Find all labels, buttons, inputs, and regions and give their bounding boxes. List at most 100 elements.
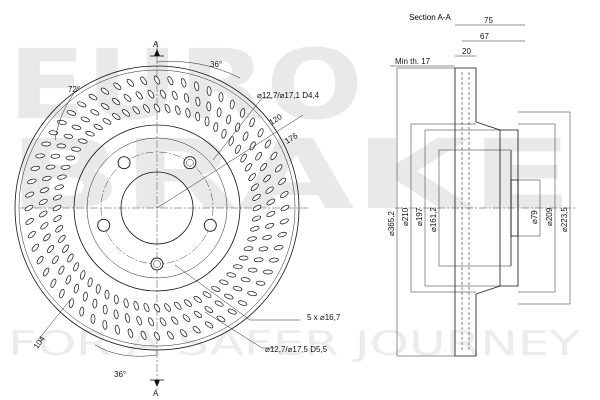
drill-hole (122, 109, 131, 117)
drill-hole (136, 315, 143, 326)
drill-hole (211, 285, 221, 292)
drill-hole (277, 231, 287, 238)
drill-hole (164, 303, 171, 312)
drill-hole (63, 133, 74, 139)
drill-hole (213, 122, 219, 132)
drill-hole (216, 315, 226, 323)
drill-hole (153, 303, 161, 313)
drill-hole (47, 244, 55, 253)
drill-hole (73, 283, 80, 294)
drill-hole (38, 198, 48, 206)
drill-hole (265, 186, 274, 194)
drill-hole (264, 139, 272, 149)
drill-hole (214, 300, 224, 307)
hole-spec-bottom: ⌀12,7/⌀17,5 D5,5 (265, 345, 328, 354)
bolt-hole (117, 156, 131, 170)
drill-hole (52, 255, 59, 265)
drill-hole (88, 93, 98, 101)
drill-hole (280, 204, 290, 212)
drill-hole (192, 325, 201, 334)
drill-hole (95, 284, 101, 294)
dim-20-label: 20 (462, 47, 471, 56)
drill-hole (171, 316, 179, 325)
drill-hole (52, 204, 62, 212)
drill-hole (250, 226, 260, 232)
drill-hole (147, 317, 155, 327)
drill-hole (50, 153, 61, 159)
dim-104-line (37, 299, 71, 341)
drill-hole (206, 101, 212, 112)
drill-hole (27, 230, 36, 239)
drill-hole (255, 280, 266, 286)
drill-hole (79, 270, 86, 280)
section-profile (454, 67, 519, 357)
drill-hole (251, 215, 262, 222)
drill-hole (202, 291, 212, 298)
drill-hole (82, 291, 88, 302)
bolt-hole (183, 156, 197, 170)
drill-hole (140, 330, 147, 340)
drill-hole (159, 317, 167, 327)
drill-hole (255, 151, 262, 161)
drill-hole (45, 164, 56, 170)
drill-hole (183, 299, 192, 307)
dia-79-label: ⌀79 (530, 210, 539, 224)
drill-hole (263, 269, 273, 275)
drill-hole (30, 165, 41, 171)
dim-120-line (156, 114, 304, 209)
dia-209-label: ⌀209 (545, 207, 554, 226)
drill-hole (58, 265, 65, 275)
section-marker-bottom: A (150, 379, 164, 398)
drill-hole (36, 255, 44, 265)
front-view: A A 36° 36° 72° ⌀12,7/⌀17,1 D4,4 120 176… (14, 40, 341, 398)
drill-hole (80, 116, 90, 123)
section-marker-top-label: A (153, 40, 159, 49)
drill-hole (244, 163, 252, 172)
drill-hole (57, 174, 67, 180)
drill-hole (127, 328, 134, 338)
drill-hole (226, 114, 232, 125)
drill-hole (25, 217, 34, 225)
bolt-hole (97, 218, 111, 232)
drill-hole (166, 331, 174, 340)
drill-hole (71, 146, 81, 152)
drill-hole (257, 128, 264, 138)
section-marker-bottom-label: A (153, 389, 159, 398)
drill-hole (58, 234, 66, 243)
drill-hole (228, 136, 235, 146)
drill-hole (266, 210, 276, 218)
drill-hole (153, 75, 161, 85)
drill-hole (194, 81, 200, 92)
drill-hole (43, 233, 51, 242)
drill-hole (147, 89, 155, 99)
hole-spec-top-leader (212, 97, 263, 161)
watermark-tagline: FOR A SAFER JOURNEY (8, 324, 580, 364)
drill-hole (185, 108, 191, 118)
drill-hole (234, 144, 241, 154)
angle-arc-left (54, 87, 79, 141)
drill-hole (140, 76, 148, 85)
hat-outer (86, 137, 228, 279)
drill-hole (238, 255, 249, 261)
drill-hole (113, 82, 122, 91)
drill-hole (38, 210, 48, 218)
drill-hole (143, 302, 150, 313)
drill-hole (204, 306, 214, 313)
drill-hole (195, 96, 201, 107)
bolt-hole (150, 257, 164, 271)
drill-hole (54, 184, 64, 190)
drill-hole (216, 107, 222, 118)
angle-bottom-label: 36° (114, 370, 126, 379)
drill-hole (234, 122, 241, 133)
drill-hole (113, 294, 119, 305)
drill-hole (247, 267, 258, 273)
drill-hole (123, 94, 132, 102)
drill-hole (52, 194, 63, 201)
drill-hole (113, 309, 119, 320)
drill-hole (60, 164, 71, 170)
drill-hole (65, 275, 72, 285)
hole-spec-bottom-leader (204, 311, 263, 349)
angle-arc-bottom (94, 344, 158, 357)
drill-hole (269, 257, 279, 263)
